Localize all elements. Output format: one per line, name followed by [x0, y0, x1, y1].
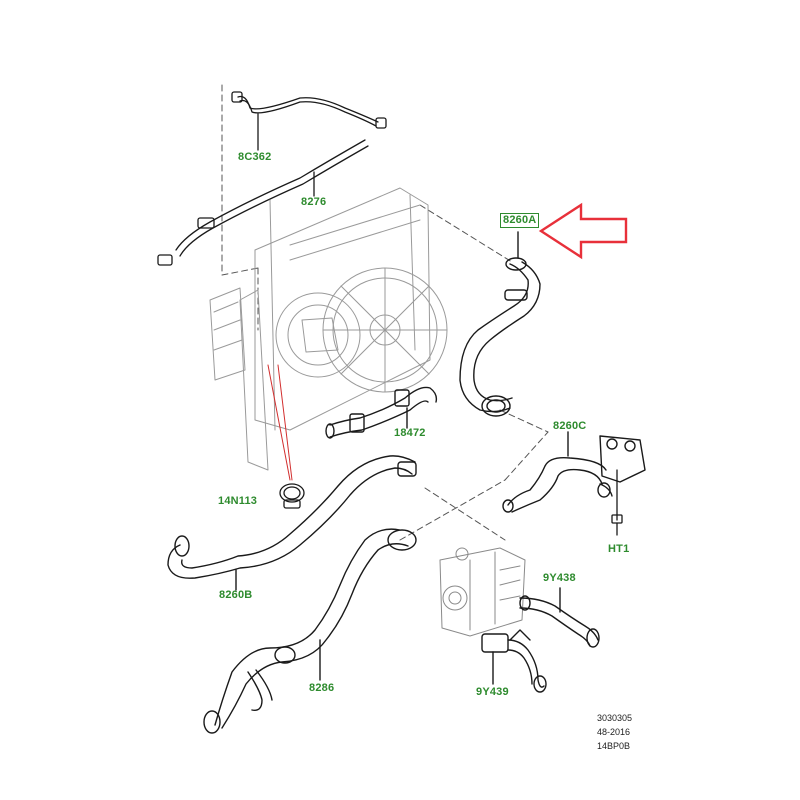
dashed-leader-lines [221, 84, 549, 541]
label-8276: 8276 [301, 196, 327, 208]
reference-line-2: 48-2016 [597, 727, 631, 737]
part-8260a-hose [459, 231, 541, 417]
thermostat-housing [439, 547, 526, 637]
part-9y439-fitting [481, 629, 547, 693]
label-9y438: 9Y438 [543, 572, 576, 584]
reference-line-1: 3030305 [597, 713, 633, 723]
reference-line-3: 14BP0B [597, 741, 631, 751]
part-8286-hose [203, 528, 417, 734]
label-8260b: 8260B [219, 589, 253, 601]
label-9y439: 9Y439 [476, 686, 509, 698]
label-8260a: 8260A [500, 213, 540, 228]
radiator-fan-assembly [209, 187, 448, 471]
part-8260c-hose [502, 431, 646, 513]
part-ht1-bolt [611, 469, 623, 536]
part-8276-pipe [157, 139, 369, 266]
part-9y438-pipe [519, 587, 600, 648]
label-8286: 8286 [309, 682, 335, 694]
label-8260c: 8260C [553, 420, 587, 432]
left-arrow-outline-icon [538, 202, 628, 260]
part-8260b-hose [167, 455, 417, 591]
label-ht1: HT1 [608, 543, 630, 555]
part-18472-hose [325, 386, 438, 439]
part-8c362-pipe [231, 91, 387, 151]
red-leader-lines [267, 364, 293, 481]
label-14n113: 14N113 [218, 495, 258, 507]
label-8c362: 8C362 [238, 151, 272, 163]
part-14n113-clamp [279, 483, 305, 509]
label-18472: 18472 [394, 427, 426, 439]
